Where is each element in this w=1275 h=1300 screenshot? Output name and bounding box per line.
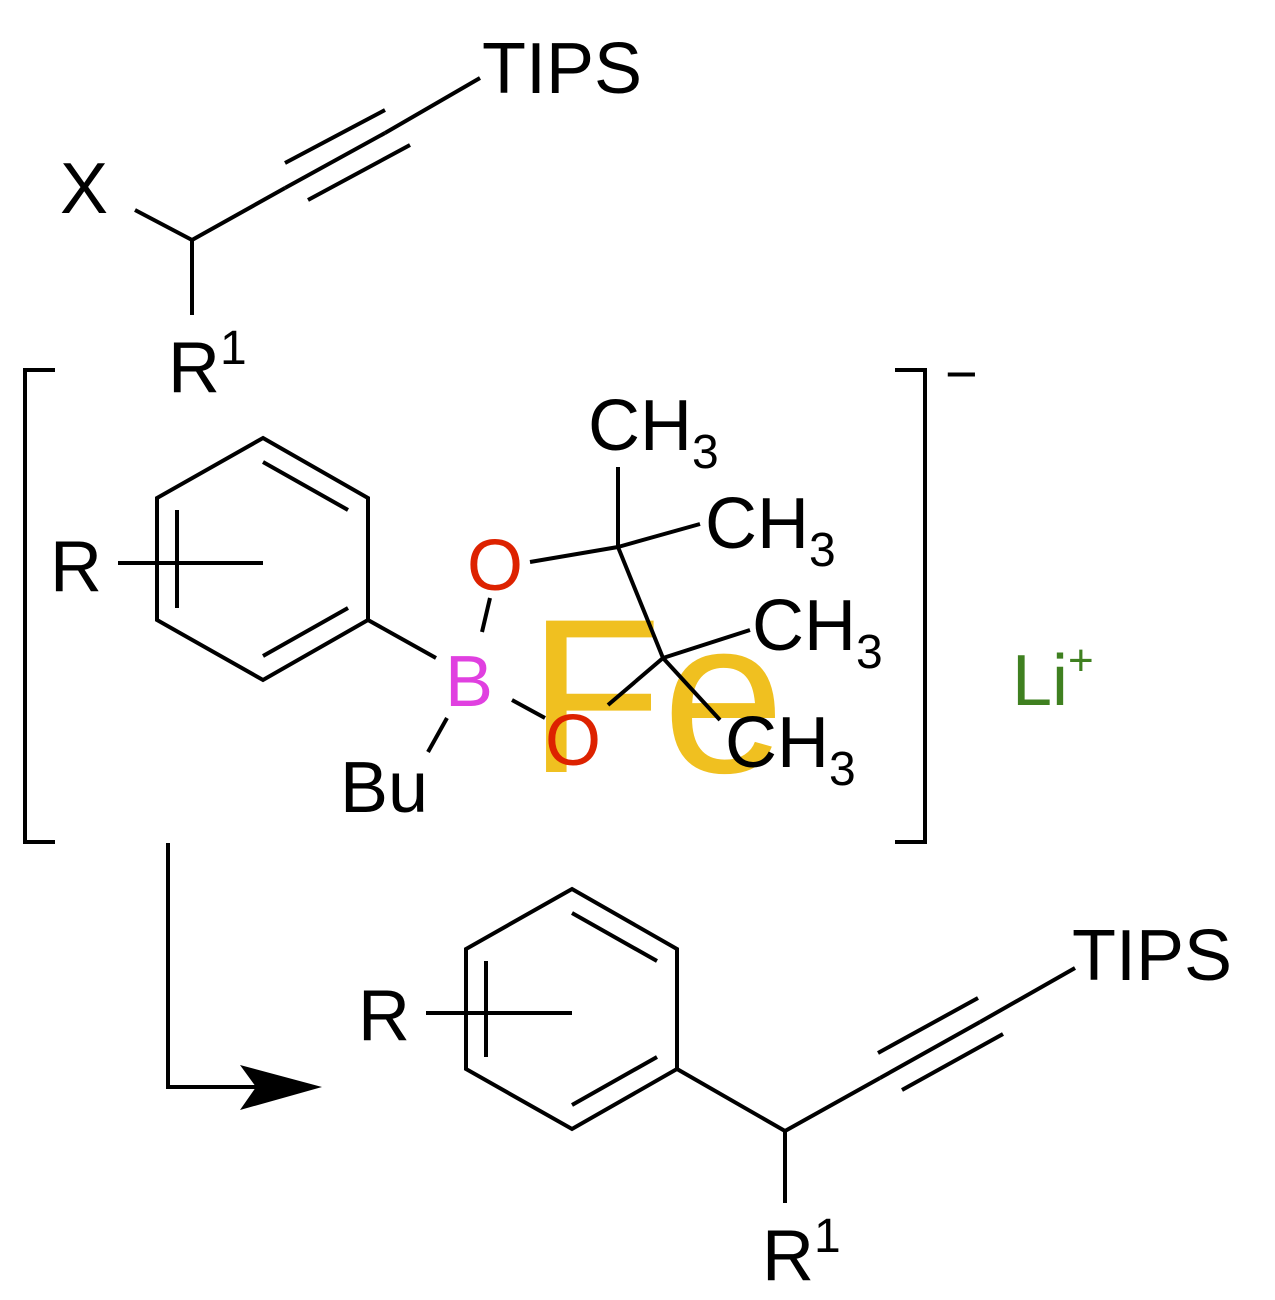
product-tips-label: TIPS	[1072, 916, 1232, 996]
product-aryl-r-label: R	[358, 976, 410, 1056]
tips-label: TIPS	[482, 29, 642, 109]
left-bracket	[23, 368, 55, 844]
oxygen-2-label: O	[545, 701, 601, 781]
methyl-3-label: CH3	[752, 586, 883, 679]
bond-x-c	[134, 208, 193, 242]
bond-boron-o2	[511, 698, 546, 720]
right-bracket	[895, 368, 927, 844]
arrow-shaft	[166, 843, 262, 1089]
product-ring-double-2	[571, 1055, 658, 1107]
bond-boron-bu	[426, 717, 449, 753]
alkyne-bond-1	[284, 108, 386, 165]
bond-boron-o1	[480, 597, 492, 633]
product-ring-double-1	[571, 911, 658, 963]
oxygen-1-label: O	[467, 526, 523, 606]
product-bond-ring-c	[676, 1067, 786, 1133]
product-alkyne-bond-3	[901, 1032, 1004, 1092]
complex-charge: −	[945, 342, 978, 405]
product-alkyne-bond-2	[879, 1020, 981, 1080]
methyl-2-label: CH3	[705, 484, 836, 577]
propargyl-electrophile: X TIPS R1	[60, 29, 642, 408]
aryl-r-label: R	[50, 527, 102, 607]
alkyne-bond-3	[307, 143, 411, 202]
iron-catalyst-label: Fe	[528, 573, 785, 819]
leaving-group-label: X	[60, 149, 108, 229]
aryl-ring	[155, 435, 370, 683]
lithium-counterion: Li+	[1012, 636, 1094, 721]
bond-c-me3	[662, 628, 751, 660]
bond-c-me2	[617, 522, 701, 549]
product-bond-c-alkyne	[784, 1076, 881, 1133]
arrow-head	[240, 1065, 322, 1110]
reaction-arrow	[166, 843, 322, 1110]
bond-c-me4	[661, 656, 722, 722]
propargyl-arene-product: R TIPS R1	[358, 886, 1232, 1296]
methyl-1-label: CH3	[588, 386, 719, 479]
alkyne-bond-2	[284, 131, 386, 190]
bond-ring-boron	[367, 618, 437, 660]
product-bond-alkyne-tips	[979, 966, 1076, 1024]
boronate-ate-complex: − Fe R O O B Bu CH3 CH3	[23, 342, 978, 844]
methyl-4-label: CH3	[725, 703, 856, 796]
bond-c-c	[616, 546, 665, 659]
product-aryl-ring	[464, 886, 679, 1132]
product-alkyne-bond-1	[877, 996, 979, 1055]
bond-c-alkyne	[191, 186, 286, 242]
ring-double-2	[262, 606, 349, 658]
bond-alkyne-tips	[383, 76, 482, 135]
boron-label: B	[445, 642, 493, 722]
product-r1-label: R1	[762, 1210, 841, 1296]
ring-double-1	[262, 460, 349, 512]
bond-o1-c	[529, 545, 619, 564]
butyl-label: Bu	[340, 748, 428, 828]
bond-o2-c	[606, 656, 665, 707]
r1-label: R1	[168, 322, 247, 408]
